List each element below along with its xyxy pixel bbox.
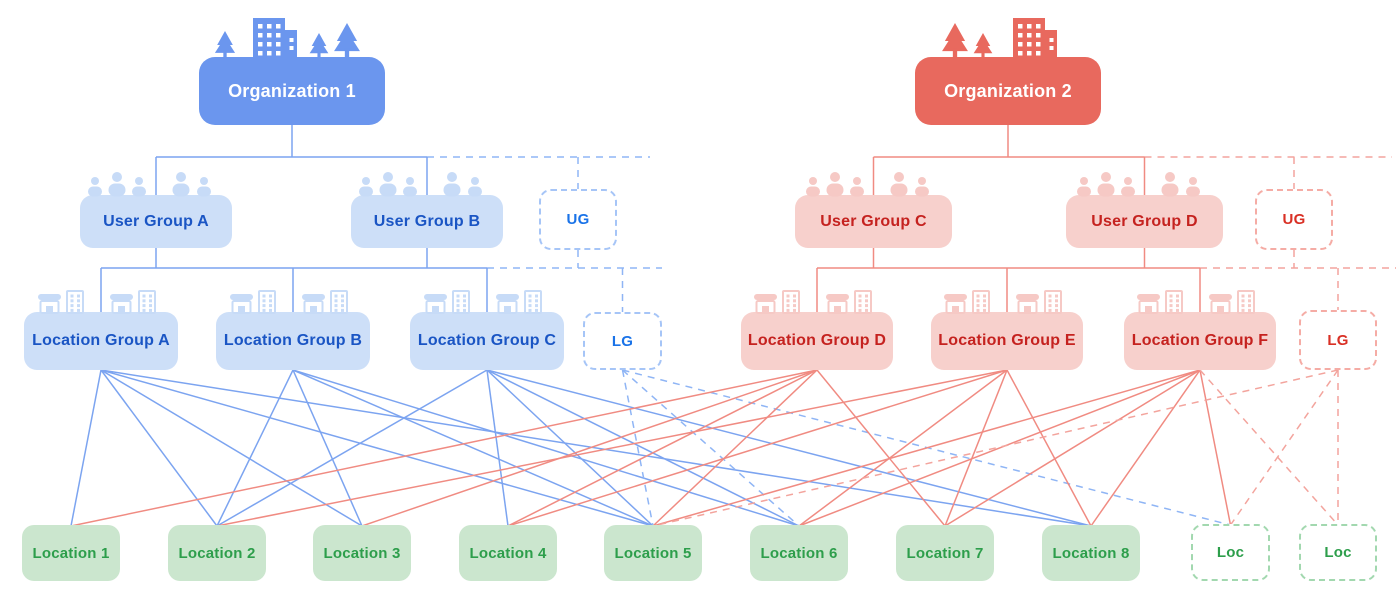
node-label: Location 8 <box>1052 544 1130 562</box>
node-label: User Group A <box>103 212 209 230</box>
loc-ghost-2: Loc <box>1299 524 1377 581</box>
organization-1: Organization 1 <box>199 18 385 125</box>
node-label: Location 7 <box>906 544 984 562</box>
node-label: Loc <box>1216 544 1245 561</box>
connector-line <box>816 369 946 527</box>
location-group-f: Location Group F <box>1124 290 1276 370</box>
connector-line <box>652 369 818 527</box>
connector-line <box>507 369 818 527</box>
people-icon <box>351 170 503 197</box>
connector-line <box>1229 369 1339 526</box>
user-group-b: User Group B <box>351 172 503 248</box>
people-icon <box>795 170 952 197</box>
location-6: Location 6 <box>750 525 848 581</box>
node-label: User Group D <box>1091 212 1198 230</box>
user-group-a: User Group A <box>80 172 232 248</box>
lg-ghost-red: LG <box>1299 310 1377 370</box>
connector-line <box>1199 369 1232 526</box>
connector-line <box>361 369 818 527</box>
people-icon <box>1066 170 1223 197</box>
organization-2: Organization 2 <box>915 18 1101 125</box>
connector-line <box>621 369 654 527</box>
node-label: Location Group B <box>223 332 363 349</box>
node-label: Location 6 <box>760 544 838 562</box>
connector-line <box>100 369 1092 527</box>
connector-line <box>507 369 1008 527</box>
connector-line <box>216 369 488 527</box>
org-blue-icon <box>199 14 385 59</box>
location-group-a: Location Group A <box>24 290 178 370</box>
location-group-b: Location Group B <box>216 290 370 370</box>
connector-line <box>486 369 800 527</box>
connector-line <box>1006 369 1092 527</box>
node-label: LG <box>611 332 634 350</box>
connector-line <box>1199 369 1339 526</box>
node-label: Location 2 <box>178 544 256 562</box>
location-8: Location 8 <box>1042 525 1140 581</box>
connector-line <box>944 369 1008 527</box>
stores-icon <box>410 286 564 314</box>
node-label: Location 3 <box>323 544 401 562</box>
connector-line <box>652 369 1339 527</box>
user-group-c: User Group C <box>795 172 952 248</box>
connector-line <box>486 369 1092 527</box>
org-red-icon <box>915 14 1101 59</box>
stores-icon <box>216 286 370 314</box>
node-label: LG <box>1327 331 1349 349</box>
connector-line <box>100 369 363 527</box>
connector-line <box>292 369 800 527</box>
location-7: Location 7 <box>896 525 994 581</box>
lg-ghost-blue: LG <box>583 312 662 370</box>
connector-line <box>70 369 102 527</box>
connector-line <box>70 369 818 527</box>
ug-ghost-blue: UG <box>539 189 617 250</box>
node-label: Location 5 <box>614 544 692 562</box>
node-label: Location Group C <box>417 332 557 349</box>
stores-icon <box>931 286 1083 314</box>
connector-line <box>486 369 509 527</box>
node-label: Location 1 <box>32 544 110 562</box>
location-5: Location 5 <box>604 525 702 581</box>
stores-icon <box>741 286 893 314</box>
location-4: Location 4 <box>459 525 557 581</box>
node-label: User Group B <box>373 212 481 230</box>
node-label: User Group C <box>820 212 927 230</box>
connector-line <box>486 369 654 527</box>
node-label: Loc <box>1324 544 1352 561</box>
node-label: Location Group E <box>938 332 1076 349</box>
node-label: Location Group A <box>32 332 170 349</box>
node-label: Location Group F <box>1131 332 1269 349</box>
location-group-d: Location Group D <box>741 290 893 370</box>
node-label: UG <box>1282 211 1306 228</box>
node-label: Location 4 <box>469 544 547 562</box>
user-group-d: User Group D <box>1066 172 1223 248</box>
location-1: Location 1 <box>22 525 120 581</box>
connector-line <box>944 369 1201 527</box>
connector-line <box>216 369 294 527</box>
people-icon <box>80 170 232 197</box>
node-label: UG <box>566 211 590 228</box>
connector-line <box>622 369 800 527</box>
node-label: Organization 2 <box>944 80 1072 101</box>
connector-line <box>798 369 1201 527</box>
node-label: Location Group D <box>747 332 887 349</box>
connector-line <box>216 369 1008 527</box>
stores-icon <box>1124 286 1276 314</box>
connector-line <box>798 369 1008 527</box>
stores-icon <box>24 286 178 314</box>
location-2: Location 2 <box>168 525 266 581</box>
connector-line <box>1090 369 1201 527</box>
ug-ghost-red: UG <box>1255 189 1333 250</box>
location-group-c: Location Group C <box>410 290 564 370</box>
location-group-e: Location Group E <box>931 290 1083 370</box>
loc-ghost-1: Loc <box>1191 524 1270 581</box>
location-3: Location 3 <box>313 525 411 581</box>
node-label: Organization 1 <box>228 80 356 101</box>
connector-line <box>652 369 1201 527</box>
